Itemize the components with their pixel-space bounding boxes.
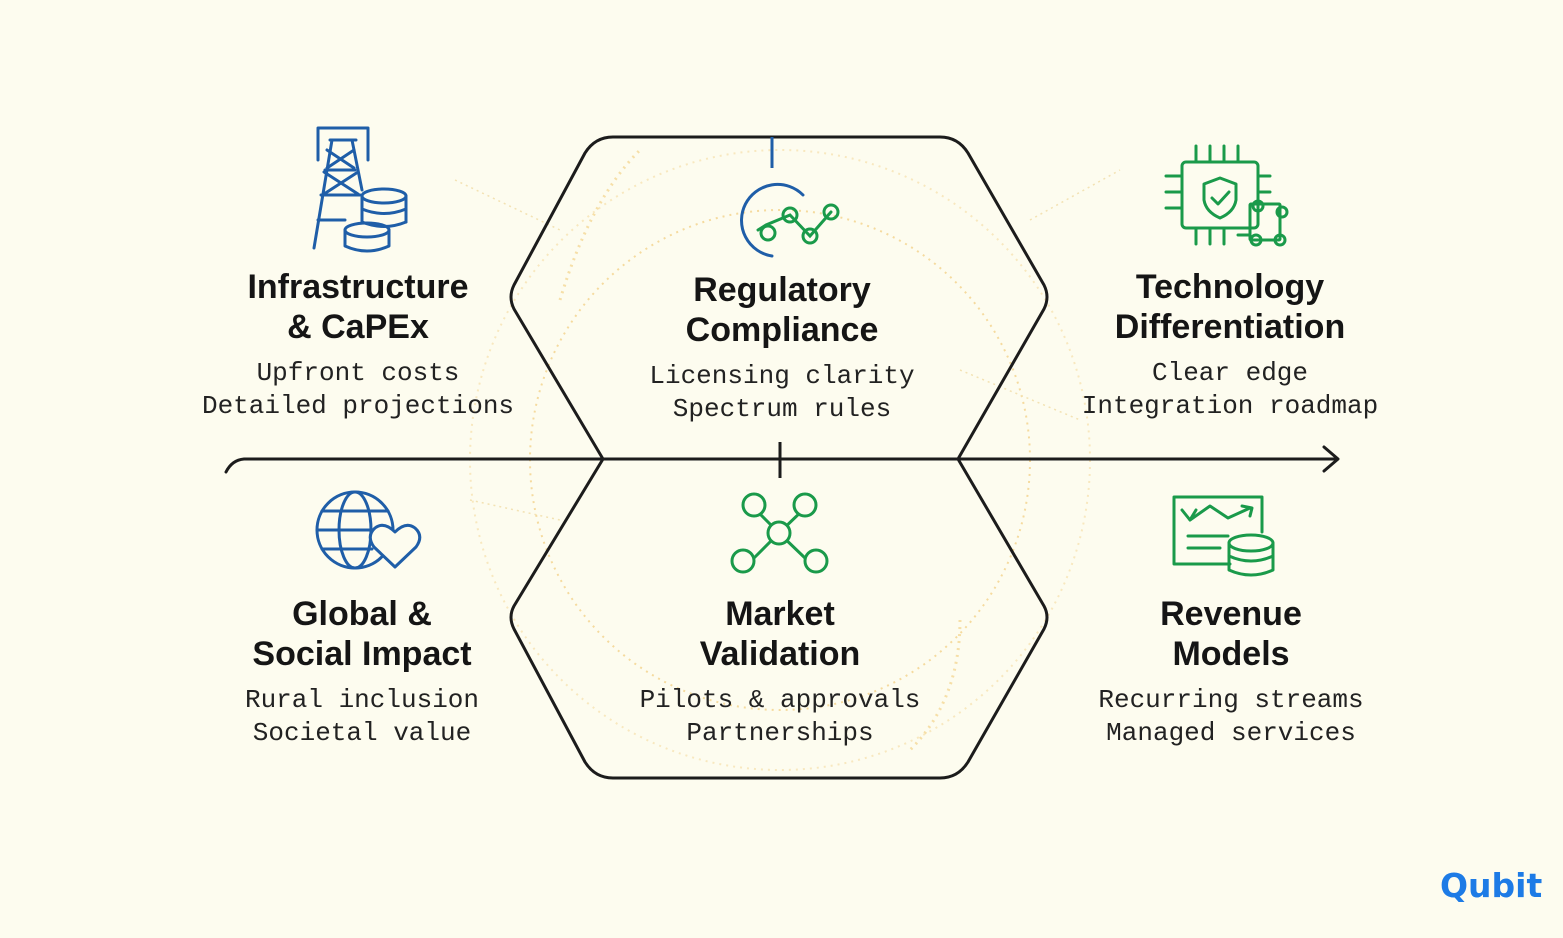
- card-title-line: Validation: [699, 635, 861, 673]
- hexagon-top: [509, 135, 1049, 460]
- card-title: Technology Differentiation: [1020, 267, 1440, 347]
- card-title-line: & CaPEx: [287, 308, 429, 346]
- card-title-line: Social Impact: [252, 635, 472, 673]
- card-technology: Technology Differentiation Clear edge In…: [1020, 267, 1440, 423]
- card-revenue: Revenue Models Recurring streams Managed…: [1021, 594, 1441, 750]
- decorative-sparkle-lines: [454, 169, 1121, 521]
- card-description-line: Upfront costs: [256, 358, 460, 388]
- card-description-line: Pilots & approvals: [639, 685, 921, 715]
- card-title-line: Market: [725, 595, 835, 633]
- card-title: Infrastructure & CaPEx: [148, 267, 568, 347]
- tower-coins-icon: [312, 126, 408, 253]
- card-description-line: Integration roadmap: [1081, 391, 1379, 421]
- card-description-line: Managed services: [1106, 718, 1356, 748]
- card-description-line: Recurring streams: [1098, 685, 1364, 715]
- card-title: Global & Social Impact: [152, 594, 572, 674]
- chip-shield-icon: [1164, 144, 1289, 247]
- card-title-line: Infrastructure: [247, 268, 469, 306]
- signal-graph-icon: [740, 182, 840, 258]
- card-description: Pilots & approvals Partnerships: [570, 684, 990, 750]
- card-description-line: Rural inclusion: [244, 685, 480, 715]
- card-title-line: Technology: [1135, 268, 1325, 306]
- card-title: Revenue Models: [1021, 594, 1441, 674]
- card-title-line: Revenue: [1160, 595, 1302, 633]
- card-regulatory: Regulatory Compliance Licensing clarity …: [572, 270, 992, 426]
- card-market: Market Validation Pilots & approvals Par…: [570, 594, 990, 750]
- hexagon-bottom: [509, 458, 1049, 780]
- card-description-line: Detailed projections: [201, 391, 515, 421]
- card-description: Upfront costs Detailed projections: [148, 357, 568, 423]
- card-title: Regulatory Compliance: [572, 270, 992, 350]
- card-description-line: Societal value: [252, 718, 472, 748]
- card-description-line: Clear edge: [1151, 358, 1309, 388]
- chart-coins-icon: [1172, 495, 1275, 577]
- timeline-arrow: [224, 445, 1340, 474]
- card-infrastructure: Infrastructure & CaPEx Upfront costs Det…: [148, 267, 568, 423]
- card-title: Market Validation: [570, 594, 990, 674]
- network-nodes-icon: [730, 492, 829, 574]
- globe-heart-icon: [315, 490, 422, 570]
- card-title-line: Models: [1172, 635, 1290, 673]
- card-description-line: Partnerships: [686, 718, 874, 748]
- card-global: Global & Social Impact Rural inclusion S…: [152, 594, 572, 750]
- card-title-line: Global &: [292, 595, 432, 633]
- card-description-line: Licensing clarity: [649, 361, 915, 391]
- card-description-line: Spectrum rules: [672, 394, 892, 424]
- card-description: Clear edge Integration roadmap: [1020, 357, 1440, 423]
- card-title-line: Differentiation: [1114, 308, 1346, 346]
- card-description: Recurring streams Managed services: [1021, 684, 1441, 750]
- card-description: Licensing clarity Spectrum rules: [572, 360, 992, 426]
- card-title-line: Regulatory: [693, 271, 871, 309]
- card-title-line: Compliance: [685, 311, 879, 349]
- card-description: Rural inclusion Societal value: [152, 684, 572, 750]
- brand-logo: Qubit: [1440, 866, 1543, 905]
